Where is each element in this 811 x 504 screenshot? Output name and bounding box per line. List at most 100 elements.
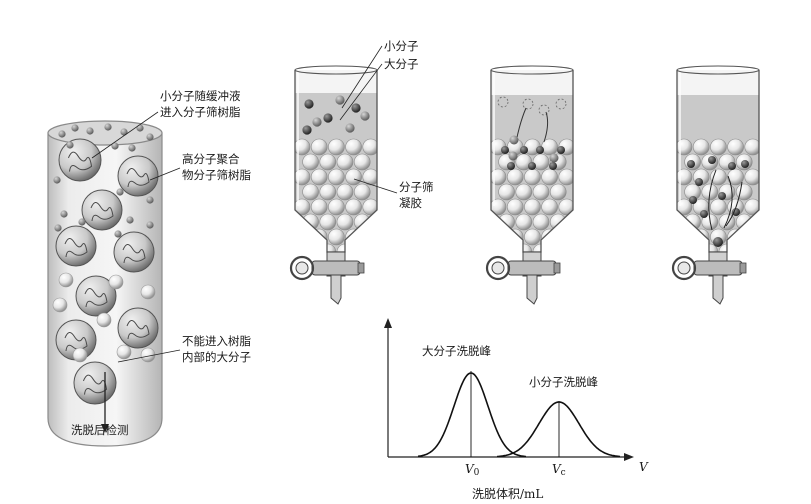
stopcock-handle-hole: [677, 261, 691, 275]
peak-curve-small: [497, 401, 621, 458]
gel-bead: [692, 138, 710, 156]
molecule-trail: [538, 104, 550, 116]
tick-label-vc: Vc: [552, 462, 566, 478]
small-molecule-dot: [53, 176, 61, 184]
label-small-molecule-enter-2: 进入分子筛树脂: [160, 105, 241, 119]
stopcock-barrel: [507, 260, 557, 276]
leader-small-enter: [91, 111, 159, 159]
resin-bead-texture: [84, 288, 108, 308]
label-large-molecule-2: 内部的大分子: [182, 350, 251, 364]
small-molecule-in-bead: [520, 146, 528, 154]
label-large-molecule-1: 不能进入树脂: [182, 334, 251, 348]
y-axis-arrow: [384, 318, 392, 328]
gel-bead: [558, 168, 573, 186]
resin-bead: [81, 189, 123, 231]
small-molecule-in-bead: [689, 196, 697, 204]
gel-bead: [345, 138, 362, 156]
gel-bead: [515, 213, 533, 231]
gel-bead: [295, 228, 311, 246]
gel-bead: [506, 198, 524, 216]
x-axis-arrow: [624, 453, 634, 461]
stopcock-handle: [485, 255, 511, 281]
gel-bead: [677, 138, 693, 156]
leader-gel: [353, 178, 398, 194]
gel-bead: [735, 213, 753, 231]
gel-bead: [310, 228, 328, 246]
gel-bead: [532, 153, 550, 171]
gel-bead: [524, 228, 541, 246]
gel-bead: [328, 138, 345, 156]
gel-bead: [353, 243, 371, 252]
gel-bead: [353, 153, 371, 171]
gel-bead: [363, 259, 379, 275]
small-molecule-dot: [71, 124, 79, 132]
gel-bead: [727, 138, 744, 156]
gel-bead: [558, 228, 573, 246]
molecule-dot: [312, 117, 322, 127]
stopcock-cap: [553, 262, 561, 274]
large-molecule-ball: [140, 284, 156, 300]
large-molecule-dot: [509, 135, 519, 145]
resin-bead-texture: [126, 168, 150, 188]
gel-bead: [744, 138, 759, 156]
outlet-tip: [526, 274, 538, 305]
small-molecule-in-bead: [695, 178, 703, 186]
gel-bead: [362, 138, 377, 156]
gel-bead: [735, 183, 753, 201]
migration-path: [543, 111, 549, 143]
gel-bead: [710, 198, 727, 216]
small-molecule-in-bead: [741, 160, 749, 168]
label-small-molecule-enter-1: 小分子随缓冲液: [160, 89, 241, 103]
outlet-tip: [712, 274, 724, 305]
large-molecule-ball: [96, 312, 112, 328]
gel-bead: [541, 198, 558, 216]
molecule-dot: [351, 103, 361, 113]
gel-bead: [524, 168, 541, 186]
resin-column: [47, 120, 163, 447]
small-molecule-dot: [128, 144, 136, 152]
eluting-molecule: [713, 237, 723, 247]
gel-bead: [549, 183, 567, 201]
label-gel-1: 分子筛: [399, 180, 434, 194]
gel-bead: [336, 153, 354, 171]
peak-curve-large: [417, 372, 527, 458]
gel-bead: [336, 213, 354, 231]
stopcock-handle: [671, 255, 697, 281]
gel-bead: [319, 153, 337, 171]
large-molecule-dot: [549, 153, 559, 163]
series-label-large: 大分子洗脱峰: [422, 344, 491, 358]
gel-bead: [353, 183, 371, 201]
gel-bead: [353, 213, 371, 231]
resin-bead-texture: [64, 238, 88, 258]
small-molecule-in-bead: [708, 156, 716, 164]
resin-bead: [117, 307, 159, 349]
gel-bead: [498, 183, 515, 201]
large-molecule-ball: [52, 297, 68, 313]
gel-beads: [295, 138, 379, 275]
small-molecule-in-bead: [687, 160, 695, 168]
gel-bead: [710, 168, 727, 186]
funnel-1: [289, 65, 379, 305]
resin-bead-texture: [82, 374, 108, 395]
stopcock-handle-hole: [491, 261, 505, 275]
gel-bead: [345, 198, 362, 216]
gel-bead: [744, 228, 759, 246]
funnel-sequence: [289, 65, 760, 305]
gel-bead: [491, 168, 507, 186]
elution-curves: [417, 371, 621, 458]
funnel-3: [671, 65, 760, 305]
molecule-trail: [555, 98, 567, 110]
gel-bead: [302, 213, 319, 231]
small-molecule-dot: [146, 133, 154, 141]
funnel-rim: [490, 65, 574, 75]
gel-bead: [692, 228, 710, 246]
molecule-trail: [497, 96, 509, 108]
small-molecule-in-bead: [536, 146, 544, 154]
resin-bead-texture: [126, 320, 150, 340]
gel-bead: [559, 259, 575, 275]
small-molecule-in-bead: [728, 162, 736, 170]
resin-bead: [117, 155, 159, 197]
gel-bead: [362, 168, 377, 186]
gel-bead: [549, 213, 567, 231]
